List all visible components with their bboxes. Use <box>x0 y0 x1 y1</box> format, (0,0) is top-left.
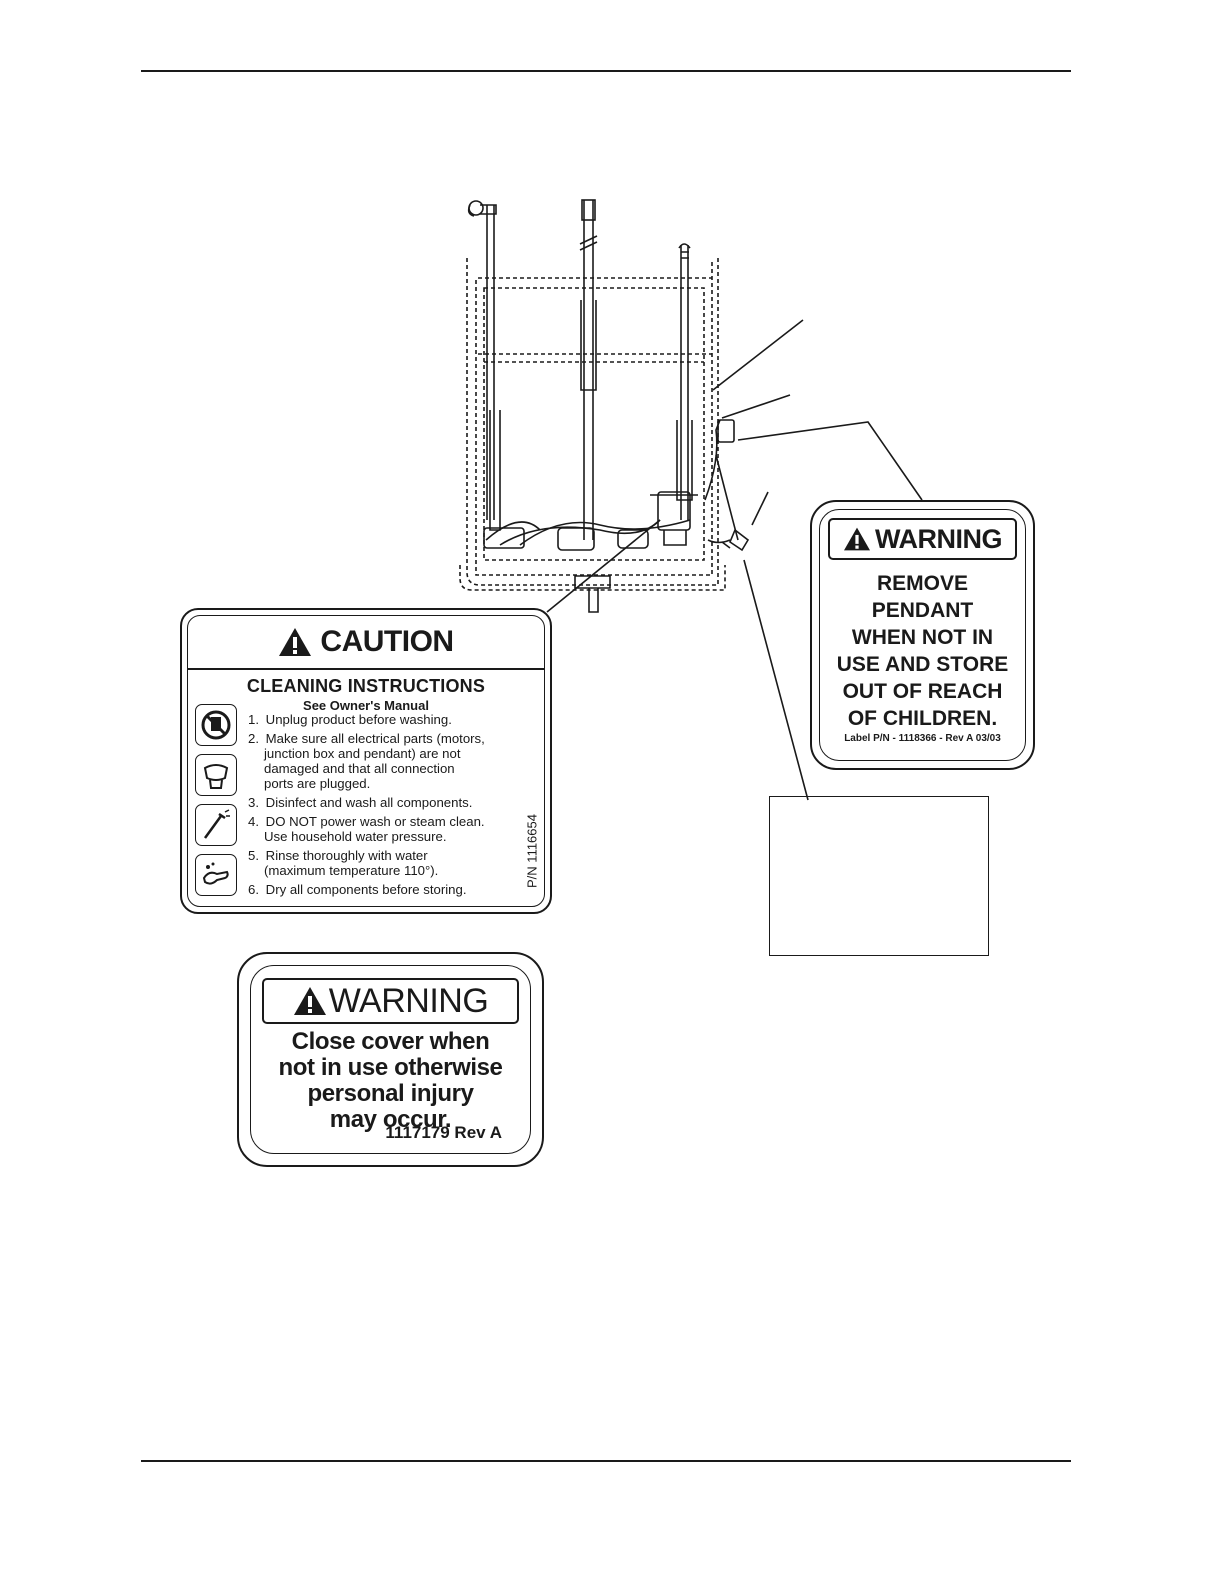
warning-triangle-icon <box>844 527 870 551</box>
caution-step-list: 1. Unplug product before washing. 2. Make… <box>248 712 516 901</box>
toilet-icon <box>195 754 237 796</box>
caution-step-number: 2. <box>248 731 259 746</box>
cover-warning-text: Close cover when not in use otherwise pe… <box>278 1028 503 1133</box>
caution-subtitle: See Owner's Manual <box>303 698 429 713</box>
pendant-warning-text: REMOVE PENDANT WHEN NOT IN USE AND STORE… <box>836 572 1009 730</box>
spray-wand-icon <box>195 804 237 846</box>
caution-step: 6. Dry all components before storing. <box>248 882 516 897</box>
caution-step-first-line: 2. Make sure all electrical parts (motor… <box>248 731 516 746</box>
cover-warning-part-number: 1117179 Rev A <box>385 1123 502 1142</box>
caution-step: 4. DO NOT power wash or steam clean.Use … <box>248 814 516 844</box>
bottom-rule <box>141 1460 1071 1462</box>
caution-part-number: P/N 1116654 <box>524 814 540 888</box>
caution-step-text: (maximum temperature 110°). <box>264 863 439 878</box>
caution-header: CAUTION <box>188 616 544 670</box>
hand-washing-icon <box>195 854 237 896</box>
caution-step-text: damaged and that all connection <box>264 761 455 776</box>
caution-step-number: 6. <box>248 882 259 897</box>
warning-triangle-icon <box>293 987 326 1015</box>
caution-step-number: 4. <box>248 814 259 829</box>
pendant-warning-header: WARNING <box>828 518 1017 560</box>
caution-signal-word: CAUTION <box>320 625 454 658</box>
caution-step-text: Dry all components before storing. <box>265 882 467 897</box>
caution-step-text: Make sure all electrical parts (motors, <box>265 731 485 746</box>
caution-step-text: junction box and pendant) are not <box>264 746 461 761</box>
caution-step-number: 3. <box>248 795 259 810</box>
caution-step-text: Rinse thoroughly with water <box>265 848 428 863</box>
caution-step-first-line: 4. DO NOT power wash or steam clean. <box>248 814 516 829</box>
caution-step-text: Unplug product before washing. <box>265 712 452 727</box>
caution-step-number: 1. <box>248 712 259 727</box>
cover-warning-label: WARNING Close cover when not in use othe… <box>237 952 544 1167</box>
blank-label-box <box>769 796 989 956</box>
caution-icons <box>195 704 241 904</box>
top-rule <box>141 70 1071 72</box>
warning-triangle-icon <box>279 628 312 656</box>
caution-cleaning-label: CAUTION CLEANING INSTRUCTIONS See Owner'… <box>180 608 552 914</box>
caution-step-first-line: 3. Disinfect and wash all components. <box>248 795 516 810</box>
pendant-warning-label: WARNING REMOVE PENDANT WHEN NOT IN USE A… <box>810 500 1035 770</box>
caution-step-first-line: 1. Unplug product before washing. <box>248 712 516 727</box>
cover-warning-header: WARNING <box>262 978 519 1024</box>
caution-step-first-line: 6. Dry all components before storing. <box>248 882 516 897</box>
caution-step: 2. Make sure all electrical parts (motor… <box>248 731 516 791</box>
pendant-warning-part-number: Label P/N - 1118366 - Rev A 03/03 <box>844 733 1001 744</box>
caution-step-text: ports are plugged. <box>264 776 371 791</box>
caution-step-text: Use household water pressure. <box>264 829 447 844</box>
caution-title: CLEANING INSTRUCTIONS <box>246 676 486 696</box>
pendant-warning-signal-word: WARNING <box>875 523 1003 554</box>
caution-step-first-line: 5. Rinse thoroughly with water <box>248 848 516 863</box>
caution-step: 5. Rinse thoroughly with water(maximum t… <box>248 848 516 878</box>
caution-step: 3. Disinfect and wash all components. <box>248 795 516 810</box>
cover-warning-signal-word: WARNING <box>328 981 489 1020</box>
caution-step-text: DO NOT power wash or steam clean. <box>265 814 485 829</box>
caution-step-text: Disinfect and wash all components. <box>265 795 473 810</box>
no-plug-icon <box>195 704 237 746</box>
caution-step-number: 5. <box>248 848 259 863</box>
caution-step: 1. Unplug product before washing. <box>248 712 516 727</box>
